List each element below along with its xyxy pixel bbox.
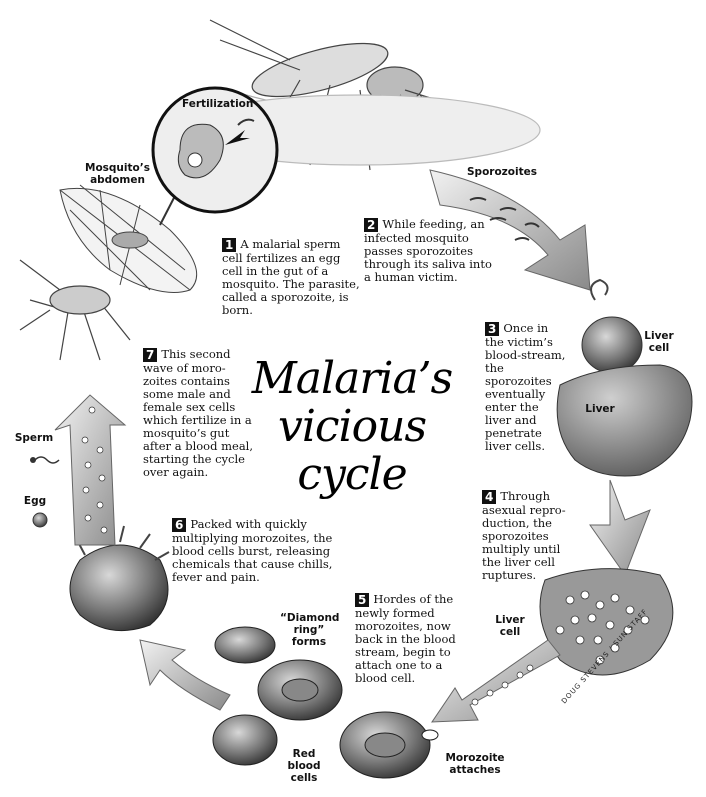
label-liver-cell-bottom: Liver cell xyxy=(493,614,527,638)
label-liver: Liver xyxy=(580,403,620,415)
sperm-and-egg xyxy=(30,457,59,527)
label-mosquito-abdomen: Mosquito’s abdomen xyxy=(85,162,150,186)
label-red-blood-cells: Red blood cells xyxy=(284,748,324,784)
step-7: 7This second wave of moro-zoites contain… xyxy=(143,348,259,479)
step-3-number: 3 xyxy=(485,322,499,336)
step-4-number: 4 xyxy=(482,490,496,504)
title-line-3: cycle xyxy=(232,451,472,499)
liver-illustration xyxy=(557,365,692,476)
step-6-number: 6 xyxy=(172,518,186,532)
step-7-number: 7 xyxy=(143,348,157,362)
step-1-text: A malarial sperm cell fertilizes an egg … xyxy=(222,237,360,317)
arrow-up-left xyxy=(55,395,125,545)
label-fertilization: Fertilization xyxy=(182,98,252,110)
step-2-number: 2 xyxy=(364,218,378,232)
step-5-text: Hordes of the newly formed morozoites, n… xyxy=(355,592,456,685)
step-1: 1A malarial sperm cell fertilizes an egg… xyxy=(222,238,364,317)
step-6-text: Packed with quickly multiplying morozoit… xyxy=(172,517,332,584)
step-4: 4Through asexual repro-duction, the spor… xyxy=(482,490,568,582)
step-7-text: This second wave of moro-zoites contains… xyxy=(143,347,253,479)
label-liver-cell-top: Liver cell xyxy=(640,330,678,354)
step-3: 3Once in the victim’s blood-stream, the … xyxy=(485,322,567,453)
step-1-number: 1 xyxy=(222,238,236,252)
label-sporozoites: Sporozoites xyxy=(462,166,542,178)
liver-cell-illustration xyxy=(582,280,642,373)
step-5-number: 5 xyxy=(355,593,369,607)
step-3-text: Once in the victim’s blood-stream, the s… xyxy=(485,321,565,453)
label-sperm: Sperm xyxy=(14,432,54,444)
label-egg: Egg xyxy=(20,495,50,507)
arrow-liver-down xyxy=(590,480,650,575)
label-diamond-ring: “Diamond ring” forms xyxy=(280,612,338,648)
title-line-1: Malaria’s xyxy=(232,355,472,403)
step-4-text: Through asexual repro-duction, the sporo… xyxy=(482,489,566,582)
step-2: 2While feeding, an infected mosquito pas… xyxy=(364,218,494,284)
mosquito-left xyxy=(20,260,130,360)
step-5: 5Hordes of the newly formed morozoites, … xyxy=(355,593,461,685)
mosquito-abdomen-callout xyxy=(60,185,197,293)
title-line-2: vicious xyxy=(232,403,472,451)
label-morozoite-attaches: Morozoite attaches xyxy=(440,752,510,776)
step-2-text: While feeding, an infected mosquito pass… xyxy=(364,217,492,284)
step-6: 6Packed with quickly multiplying morozoi… xyxy=(172,518,334,584)
diagram-title: Malaria’s vicious cycle xyxy=(232,355,472,499)
